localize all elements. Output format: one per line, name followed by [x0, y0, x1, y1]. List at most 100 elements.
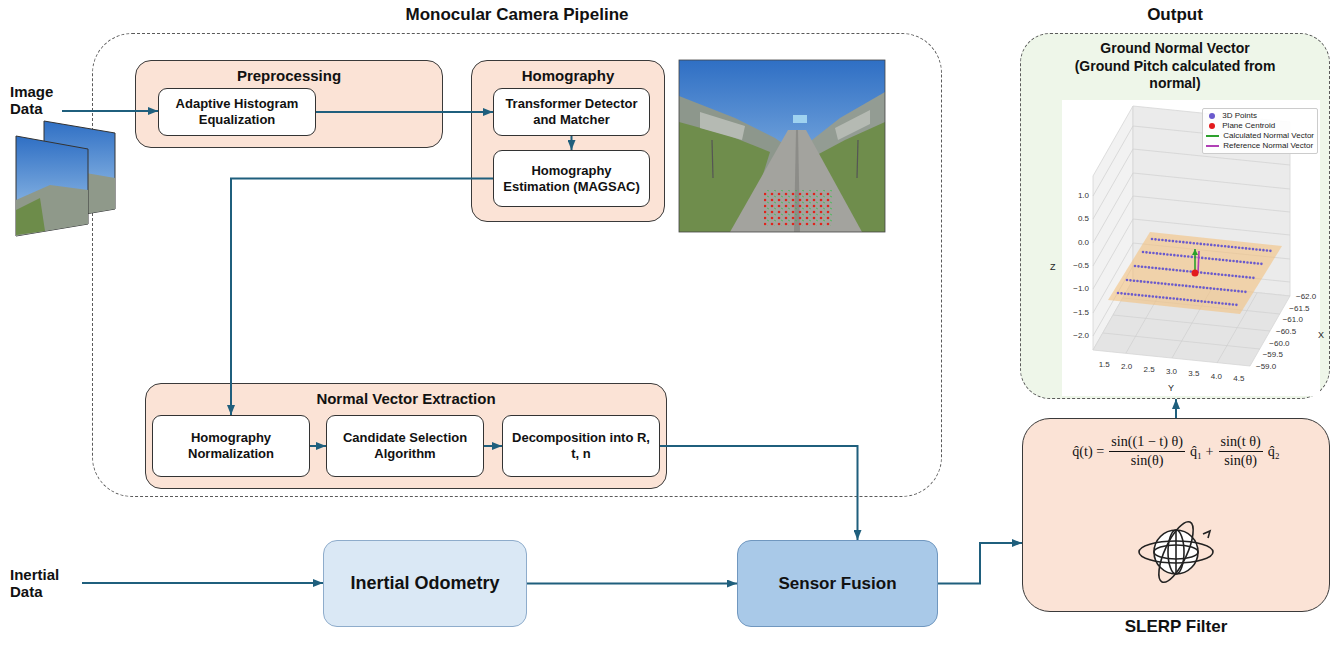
process-box: Homography Normalization: [152, 415, 310, 477]
fraction: sin((1 − t) θ)sin(θ): [1109, 433, 1185, 469]
axis-tick: 1.0: [1078, 191, 1089, 200]
axis-tick: −62.0: [1296, 292, 1326, 302]
ground-plane-plot: [1133, 266, 1290, 282]
ground-plane-plot: [1093, 149, 1133, 219]
axis-tick: 0.0: [1078, 238, 1089, 247]
axis-tick: −2.0: [1073, 331, 1089, 340]
filter-box: q̂(t) =sin((1 − t) θ)sin(θ)q̂₁ +sin(t θ)…: [1022, 418, 1330, 612]
fraction-denominator: sin(θ): [1224, 452, 1257, 469]
road-photo: [835, 110, 870, 140]
flow-arrow: [571, 136, 573, 150]
sphere-icon: [1175, 530, 1177, 574]
box-text: Homography Normalization: [159, 430, 303, 461]
ground-plane-plot: [1133, 219, 1290, 235]
axis-tick: 3.5: [1188, 369, 1199, 378]
road-photo: [794, 130, 800, 232]
axis-tick: 0.0: [1060, 238, 1089, 248]
axis-tick: 2.0: [1121, 362, 1132, 371]
axis-tick: −61.0: [1283, 315, 1313, 325]
axis-tick: −60.0: [1269, 339, 1289, 348]
box-text: Sensor Fusion: [778, 574, 896, 594]
ground-plane-plot: [1133, 243, 1290, 259]
axis-tick: −59.0: [1256, 362, 1286, 372]
ground-plane-plot: [1133, 126, 1290, 142]
road-photo: [793, 115, 807, 123]
road-photo: [764, 190, 832, 226]
group-title: Preprocessing: [136, 67, 442, 84]
ground-plane-plot: [1127, 280, 1247, 292]
box-text: Inertial Odometry: [350, 573, 499, 594]
box-text: Decomposition into R, t, n: [509, 430, 653, 461]
ground-plane-plot: [1217, 293, 1257, 363]
axis-tick: 3.5: [1182, 369, 1206, 379]
legend-text: Reference Normal Vector: [1223, 141, 1313, 151]
road-photo: [679, 96, 792, 232]
photo-frame: [679, 60, 885, 232]
road-photo: [857, 140, 858, 178]
axis-tick: 3.0: [1160, 367, 1184, 377]
legend-text: 3D Points: [1222, 111, 1257, 121]
axis-tick: 1.5: [1092, 360, 1116, 370]
odometry-box: Inertial Odometry: [323, 540, 527, 627]
axis-tick: 1.5: [1099, 360, 1110, 369]
road-photo: [800, 92, 885, 232]
flow-arrow: [310, 445, 326, 447]
axis-tick: −61.5: [1289, 304, 1309, 313]
output-heading: Ground Normal Vector (Ground Pitch calcu…: [1071, 40, 1279, 93]
ground-plane-plot: [1123, 298, 1280, 314]
ground-plane-plot: [1133, 149, 1290, 165]
axis-label: X: [1318, 330, 1327, 340]
road-photo: [679, 122, 770, 232]
box-text: Homography Estimation (MAGSAC): [500, 163, 643, 194]
axis-tick: −59.5: [1263, 350, 1283, 359]
axis-tick: −59.5: [1263, 350, 1293, 360]
ground-plane-plot: [1093, 243, 1133, 313]
legend-text: Plane Centroid: [1222, 121, 1275, 131]
ground-plane-plot: [1192, 270, 1199, 277]
image-thumbnails: [16, 136, 88, 236]
axis-label: Z: [1050, 262, 1056, 272]
ground-plane-plot: [1133, 106, 1290, 296]
axis-tick: −60.5: [1276, 327, 1296, 336]
ground-plane-plot: [1194, 249, 1196, 273]
process-box: Homography Estimation (MAGSAC): [493, 150, 650, 207]
ground-plane-plot: [1113, 315, 1270, 331]
axis-tick: 3.0: [1166, 367, 1177, 376]
input-arrows: [62, 111, 323, 583]
output-heading: Ground Normal Vector (Ground Pitch calcu…: [1075, 40, 1276, 91]
axis-tick: −2.0: [1060, 331, 1089, 341]
axis-tick: −0.5: [1060, 261, 1089, 271]
region-title: Monocular Camera Pipeline: [406, 5, 629, 24]
region-title: Output: [1021, 5, 1329, 25]
ground-plane-plot: [1093, 196, 1133, 266]
fraction-denominator: sin(θ): [1131, 452, 1164, 469]
process-box: Transformer Detector and Matcher: [493, 88, 650, 136]
axis-tick: 4.5: [1233, 374, 1244, 383]
flow-arrow: [231, 179, 493, 416]
road-photo: [679, 60, 885, 232]
ground-plane-plot: [1172, 288, 1212, 358]
legend-swatch: [1209, 123, 1215, 129]
axis-label: Z: [1050, 262, 1059, 272]
axis-label: Y: [1168, 383, 1178, 393]
process-box: Decomposition into R, t, n: [502, 415, 660, 477]
axis-tick: −1.5: [1060, 308, 1089, 318]
stage-group: HomographyTransformer Detector and Match…: [471, 60, 665, 222]
road-photo: [700, 112, 745, 140]
axis-tick: −61.5: [1289, 304, 1319, 314]
road-photo: [815, 122, 885, 232]
image-thumbnails: [16, 121, 115, 236]
legend-entry: Reference Normal Vector: [1206, 141, 1314, 151]
axis-tick: 0.5: [1078, 214, 1089, 223]
stage-group: PreprocessingAdaptive Histogram Equaliza…: [135, 60, 443, 148]
group-title: Homography: [522, 67, 615, 84]
formula-term: q̂₂: [1268, 443, 1280, 460]
formula-term: q̂(t) =: [1072, 443, 1104, 460]
ground-plane-plot: [1118, 293, 1238, 305]
input-label: Inertial Data: [10, 566, 82, 601]
fusion-box: Sensor Fusion: [737, 540, 938, 627]
axis-tick: −60.0: [1269, 339, 1299, 349]
axis-tick: −1.0: [1060, 284, 1089, 294]
sphere-icon: [1154, 545, 1198, 559]
